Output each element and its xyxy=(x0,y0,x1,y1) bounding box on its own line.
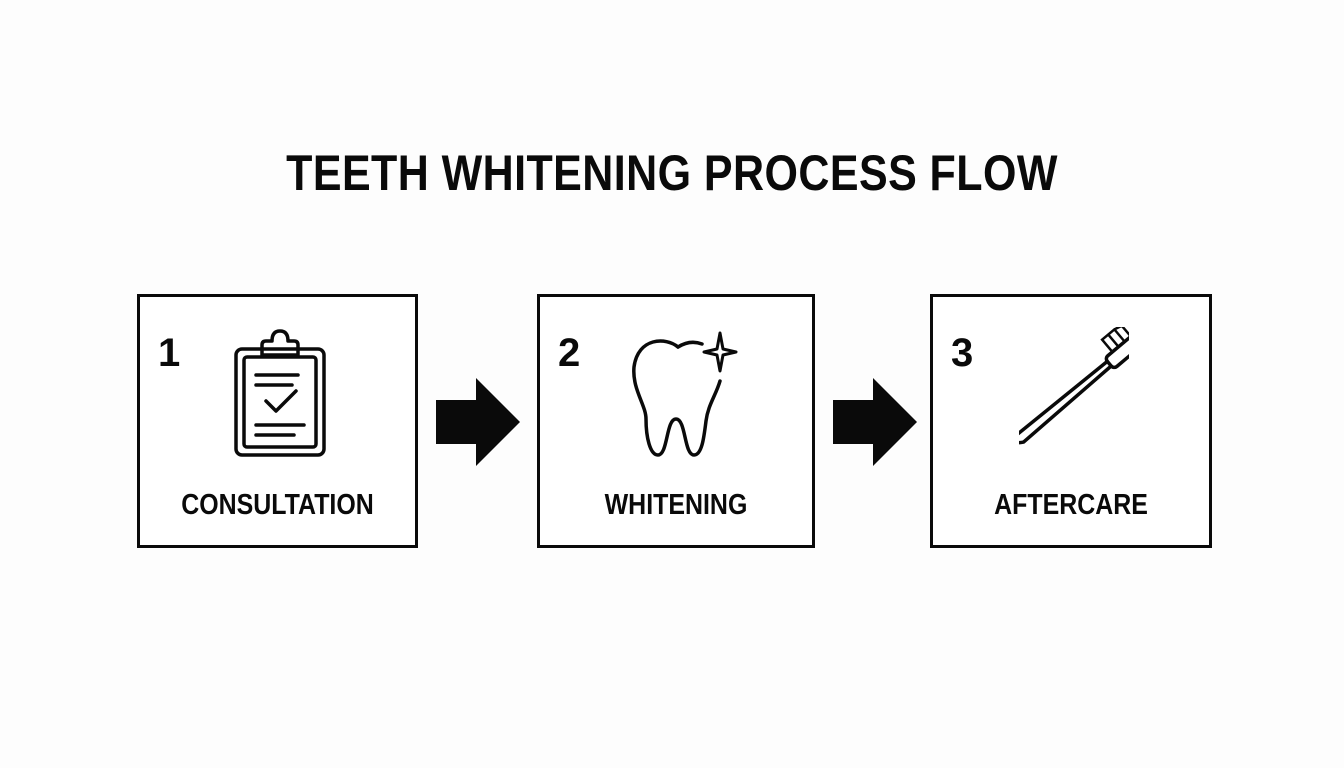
step-number: 2 xyxy=(558,331,581,375)
toothbrush-icon xyxy=(1019,327,1129,445)
step-label: CONSULTATION xyxy=(181,489,374,521)
clipboard-check-icon xyxy=(234,329,326,457)
right-arrow-icon xyxy=(436,378,520,466)
step-aftercare: 3 AFTERCARE xyxy=(930,294,1212,548)
right-arrow-icon xyxy=(833,378,917,466)
step-number: 1 xyxy=(158,331,181,375)
step-number: 3 xyxy=(951,331,974,375)
step-whitening: 2 WHITENING xyxy=(537,294,815,548)
diagram-title: TEETH WHITENING PROCESS FLOW xyxy=(286,145,1058,201)
sparkling-tooth-icon xyxy=(632,331,738,457)
step-label: AFTERCARE xyxy=(994,489,1148,521)
step-label: WHITENING xyxy=(604,489,748,521)
step-consultation: 1 CONSULTATION xyxy=(137,294,418,548)
